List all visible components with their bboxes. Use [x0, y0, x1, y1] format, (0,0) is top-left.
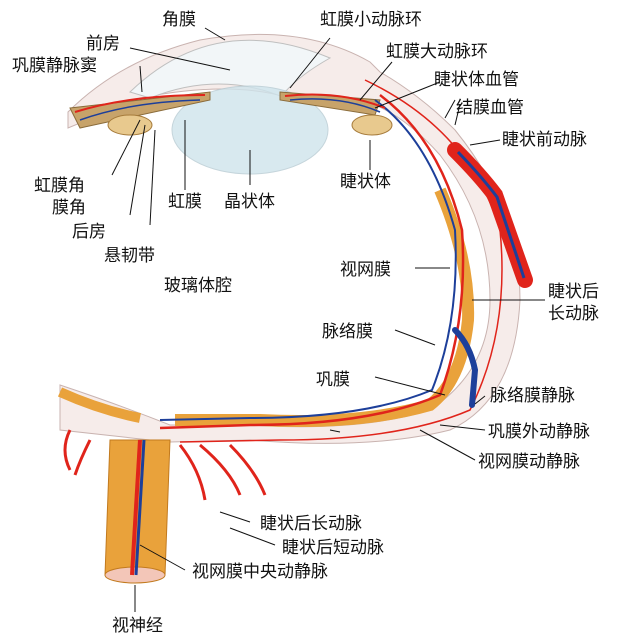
label-anterior-chamber: 前房	[86, 34, 120, 54]
label-long-post-ciliary-2: 长动脉	[548, 304, 599, 324]
label-posterior-chamber: 后房	[72, 222, 106, 242]
label-conjunctival-vessels: 结膜血管	[456, 98, 524, 118]
label-sclera: 巩膜	[316, 370, 350, 390]
label-episcleral-vessels: 巩膜外动静脉	[488, 422, 590, 442]
label-iris: 虹膜	[168, 192, 202, 212]
label-lens: 晶状体	[224, 192, 275, 212]
label-long-post-ciliary-bottom: 睫状后长动脉	[260, 514, 362, 534]
label-central-retinal-vessels: 视网膜中央动静脉	[192, 562, 328, 582]
short-posterior-ciliary-1	[75, 440, 90, 475]
short-posterior-ciliary-5	[65, 430, 70, 470]
label-cornea: 角膜	[162, 10, 196, 30]
label-iris-angle: 虹膜角	[34, 176, 85, 196]
label-choroid: 脉络膜	[322, 322, 373, 342]
label-optic-nerve: 视神经	[112, 616, 163, 636]
label-ciliary-body: 睫状体	[340, 172, 391, 192]
label-scleral-venous-sinus: 巩膜静脉窦	[12, 56, 97, 76]
ciliary-body-left	[108, 115, 152, 135]
label-retina: 视网膜	[340, 260, 391, 280]
short-posterior-ciliary-2	[180, 445, 205, 500]
label-vitreous-cavity: 玻璃体腔	[164, 276, 232, 296]
label-retinal-vessels: 视网膜动静脉	[478, 452, 580, 472]
label-choroidal-vein: 脉络膜静脉	[490, 386, 575, 406]
label-short-post-ciliary: 睫状后短动脉	[282, 538, 384, 558]
label-ciliary-body-vessels: 睫状体血管	[434, 70, 519, 90]
short-posterior-ciliary-3	[200, 445, 240, 495]
label-angle-membrane: 膜角	[52, 198, 86, 218]
label-major-arterial-circle: 虹膜大动脉环	[386, 42, 488, 62]
label-long-post-ciliary-1: 睫状后	[548, 282, 599, 302]
label-minor-arterial-circle: 虹膜小动脉环	[320, 10, 422, 30]
label-suspensory-ligament: 悬韧带	[104, 246, 155, 266]
label-anterior-ciliary-artery: 睫状前动脉	[502, 130, 587, 150]
ciliary-body-right	[352, 115, 392, 135]
